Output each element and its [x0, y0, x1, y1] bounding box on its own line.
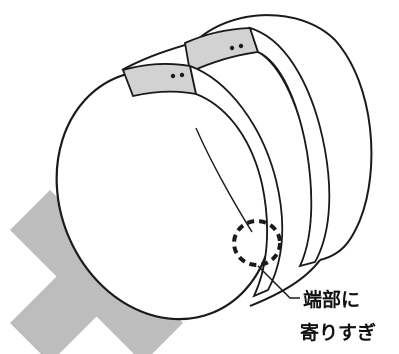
highlight-dashed-circle: [232, 219, 282, 267]
front-band: [121, 63, 284, 298]
front-band-screw: [179, 72, 185, 78]
duct-inner-seam: [195, 127, 253, 233]
duct-back-rim: [194, 14, 373, 261]
duct-body: [55, 14, 373, 321]
duct-bottom-outline: [249, 259, 321, 307]
callout-leader-line: [257, 265, 300, 299]
callout-text-line1: 端部に: [303, 288, 360, 311]
callout-text-line2: 寄りすぎ: [300, 321, 376, 344]
front-band-screw: [170, 73, 176, 79]
rear-band-screw: [229, 45, 235, 51]
rear-band: [183, 26, 331, 268]
rear-band-screw: [238, 43, 244, 49]
